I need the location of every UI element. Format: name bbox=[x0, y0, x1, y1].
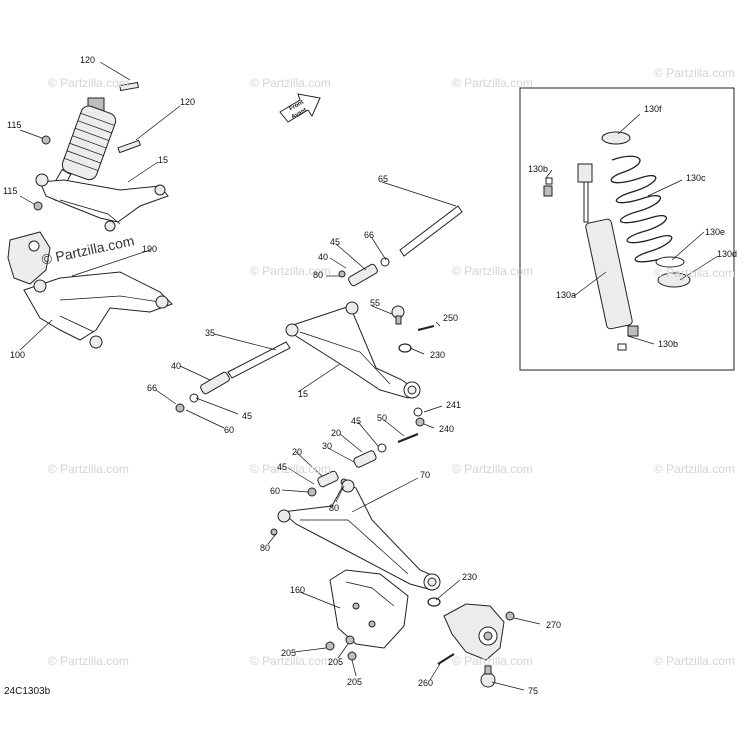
callout-66[interactable]: 66 bbox=[364, 230, 375, 240]
callout-75[interactable]: 75 bbox=[528, 686, 539, 696]
callout-70[interactable]: 70 bbox=[420, 470, 431, 480]
watermark: © Partzilla.com bbox=[48, 654, 129, 668]
callout-20[interactable]: 20 bbox=[331, 428, 342, 438]
shock-assembly-overview bbox=[7, 81, 173, 349]
watermark: © Partzilla.com bbox=[654, 462, 735, 476]
callout-80[interactable]: 80 bbox=[313, 270, 324, 280]
callout-45[interactable]: 45 bbox=[330, 237, 341, 247]
callout-35[interactable]: 35 bbox=[205, 328, 216, 338]
callout-130f[interactable]: 130f bbox=[644, 104, 662, 114]
diagram-code: 24C1303b bbox=[4, 686, 51, 697]
callout-30[interactable]: 30 bbox=[322, 441, 333, 451]
watermark: © Partzilla.com bbox=[452, 76, 533, 90]
callout-45[interactable]: 45 bbox=[351, 416, 362, 426]
callout-130c[interactable]: 130c bbox=[686, 173, 706, 183]
watermark: © Partzilla.com bbox=[452, 264, 533, 278]
front-arrow-icon bbox=[279, 93, 321, 123]
callout-15[interactable]: 15 bbox=[158, 155, 169, 165]
upper-a-arm bbox=[285, 301, 421, 399]
inset-spring-seat-130f bbox=[601, 131, 631, 145]
protector-plate-160 bbox=[329, 569, 409, 649]
callout-250[interactable]: 250 bbox=[443, 313, 459, 323]
watermark: © Partzilla.com bbox=[250, 654, 331, 668]
callout-120[interactable]: 120 bbox=[180, 97, 196, 107]
watermark: © Partzilla.com bbox=[452, 654, 533, 668]
callout-120[interactable]: 120 bbox=[80, 55, 96, 65]
callout-80[interactable]: 80 bbox=[329, 503, 340, 513]
callout-45[interactable]: 45 bbox=[277, 462, 288, 472]
callout-241[interactable]: 241 bbox=[446, 400, 462, 410]
callout-55[interactable]: 55 bbox=[370, 298, 381, 308]
callout-130d[interactable]: 130d bbox=[717, 249, 738, 259]
callout-130e[interactable]: 130e bbox=[705, 227, 726, 237]
callout-40[interactable]: 40 bbox=[171, 361, 182, 371]
watermark: © Partzilla.com bbox=[250, 76, 331, 90]
callout-66[interactable]: 66 bbox=[147, 383, 158, 393]
steering-knuckle bbox=[443, 603, 505, 661]
watermark: © Partzilla.com bbox=[654, 266, 735, 280]
callout-20[interactable]: 20 bbox=[292, 447, 303, 457]
callout-230[interactable]: 230 bbox=[462, 572, 478, 582]
callout-50[interactable]: 50 bbox=[377, 413, 388, 423]
callout-130b[interactable]: 130b bbox=[658, 339, 679, 349]
callout-260[interactable]: 260 bbox=[418, 678, 434, 688]
inset-shock-130a bbox=[577, 163, 633, 330]
callout-190[interactable]: 190 bbox=[142, 244, 158, 254]
callout-205[interactable]: 205 bbox=[281, 648, 297, 658]
callout-130b[interactable]: 130b bbox=[528, 164, 549, 174]
callout-60[interactable]: 60 bbox=[270, 486, 281, 496]
callout-270[interactable]: 270 bbox=[546, 620, 562, 630]
watermark: © Partzilla.com bbox=[654, 66, 735, 80]
callout-160[interactable]: 160 bbox=[290, 585, 306, 595]
callout-65[interactable]: 65 bbox=[378, 174, 389, 184]
callout-100[interactable]: 100 bbox=[10, 350, 26, 360]
lower-a-arm bbox=[277, 479, 441, 591]
watermark: © Partzilla.com bbox=[452, 462, 533, 476]
watermark: © Partzilla.com bbox=[48, 462, 129, 476]
watermark: © Partzilla.com bbox=[654, 654, 735, 668]
watermark: © Partzilla.com bbox=[250, 462, 331, 476]
watermark: © Partzilla.com bbox=[250, 264, 331, 278]
callout-240[interactable]: 240 bbox=[439, 424, 455, 434]
callout-115[interactable]: 115 bbox=[3, 186, 18, 196]
callout-130a[interactable]: 130a bbox=[556, 290, 577, 300]
callout-15[interactable]: 15 bbox=[298, 389, 309, 399]
callout-115[interactable]: 115 bbox=[7, 120, 22, 130]
callout-45[interactable]: 45 bbox=[242, 411, 253, 421]
callout-60[interactable]: 60 bbox=[224, 425, 235, 435]
callout-80[interactable]: 80 bbox=[260, 543, 271, 553]
leader-lines bbox=[19, 61, 719, 691]
shaft-65 bbox=[399, 205, 463, 257]
callout-205[interactable]: 205 bbox=[328, 657, 344, 667]
shaft-35 bbox=[227, 341, 291, 379]
shock-detail-inset-frame bbox=[519, 87, 735, 371]
callout-205[interactable]: 205 bbox=[347, 677, 363, 687]
inset-spring-130c bbox=[610, 155, 673, 263]
callout-230[interactable]: 230 bbox=[430, 350, 446, 360]
watermark: © Partzilla.com bbox=[48, 76, 129, 90]
callout-40[interactable]: 40 bbox=[318, 252, 329, 262]
